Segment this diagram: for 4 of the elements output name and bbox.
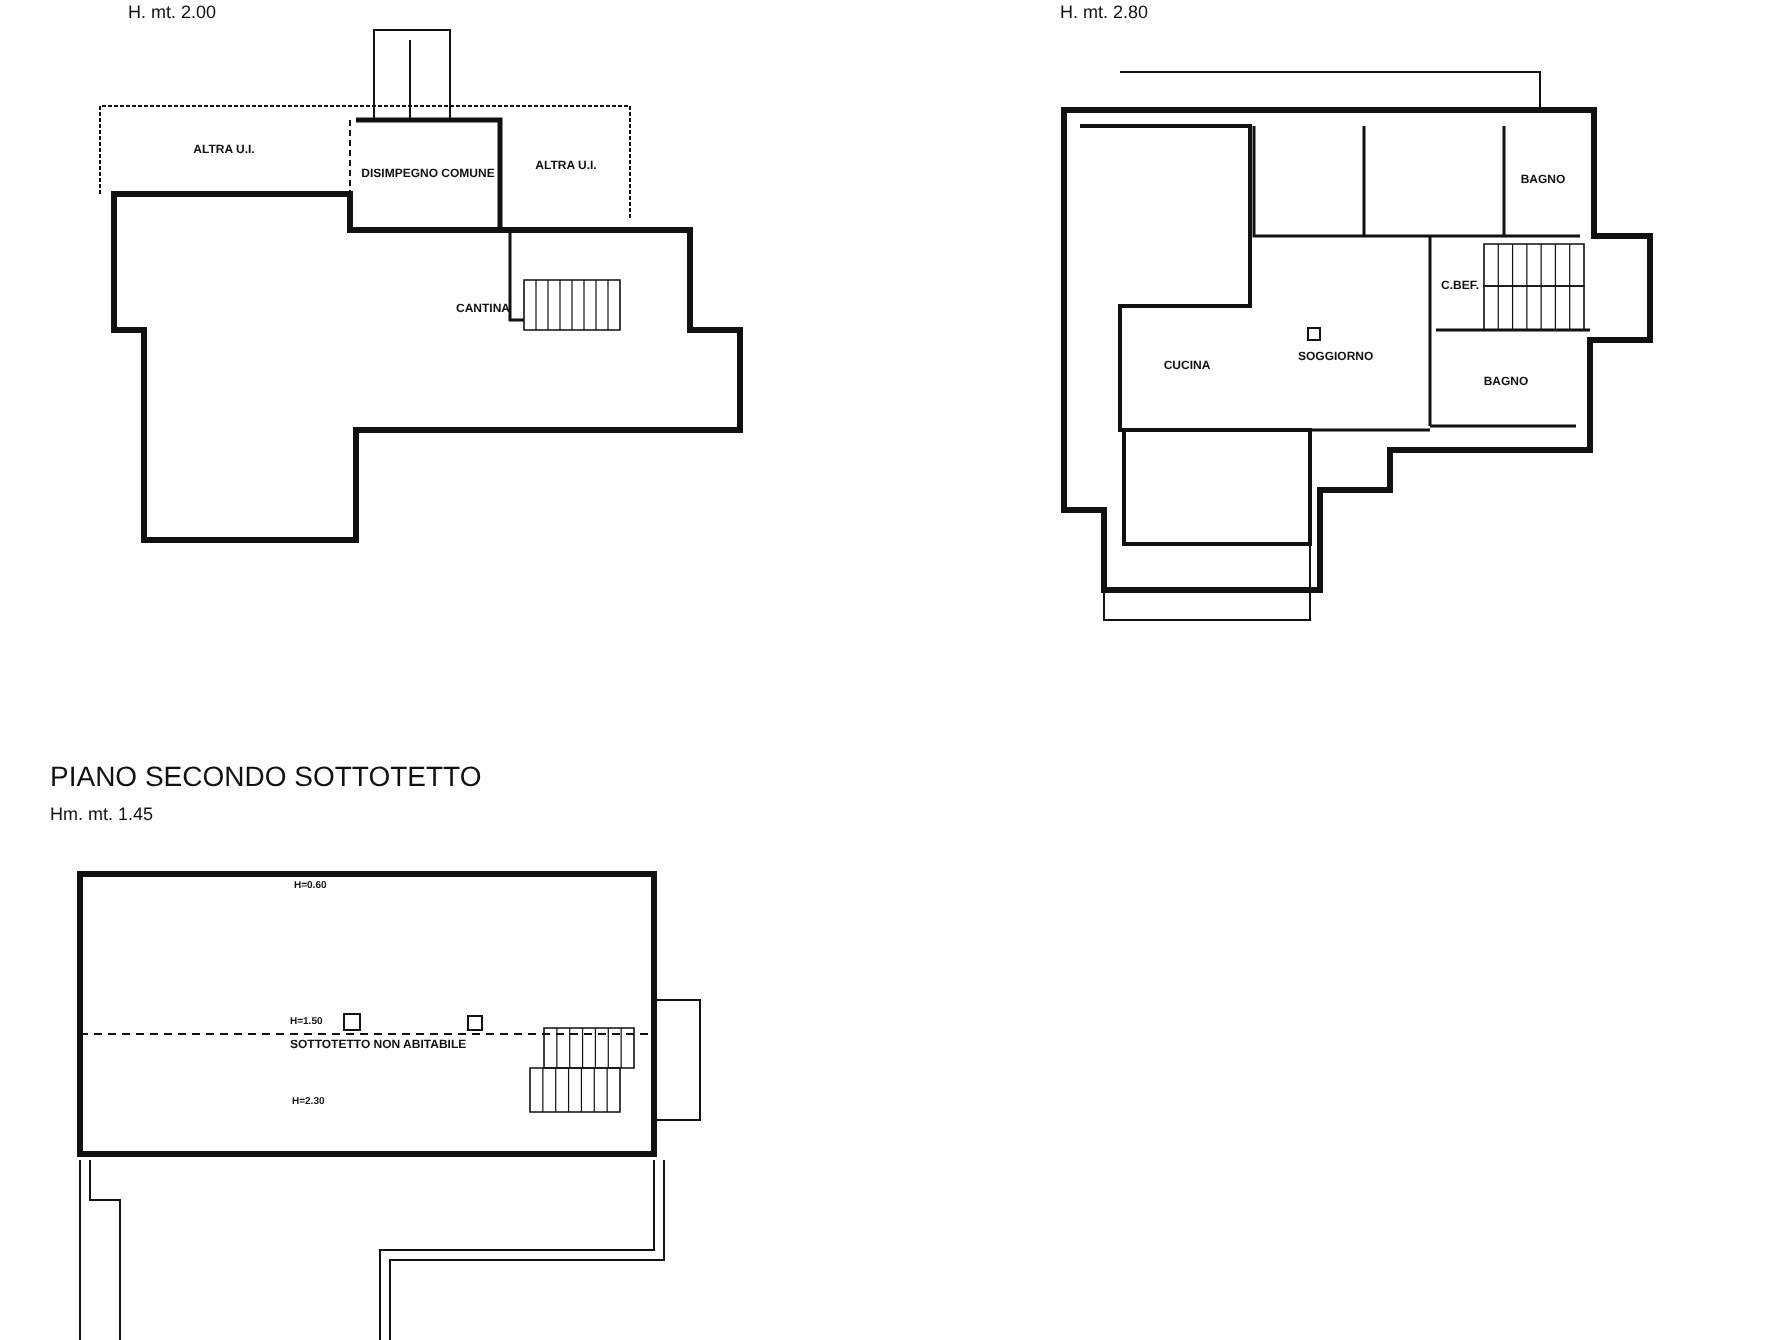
height-note: H. mt. 2.00 — [128, 4, 217, 22]
plan-title: PIANO SECONDO SOTTOTETTO — [50, 762, 482, 790]
height-note: Hm. mt. 1.45 — [50, 806, 154, 824]
height-note: H. mt. 2.80 — [1060, 4, 1149, 22]
